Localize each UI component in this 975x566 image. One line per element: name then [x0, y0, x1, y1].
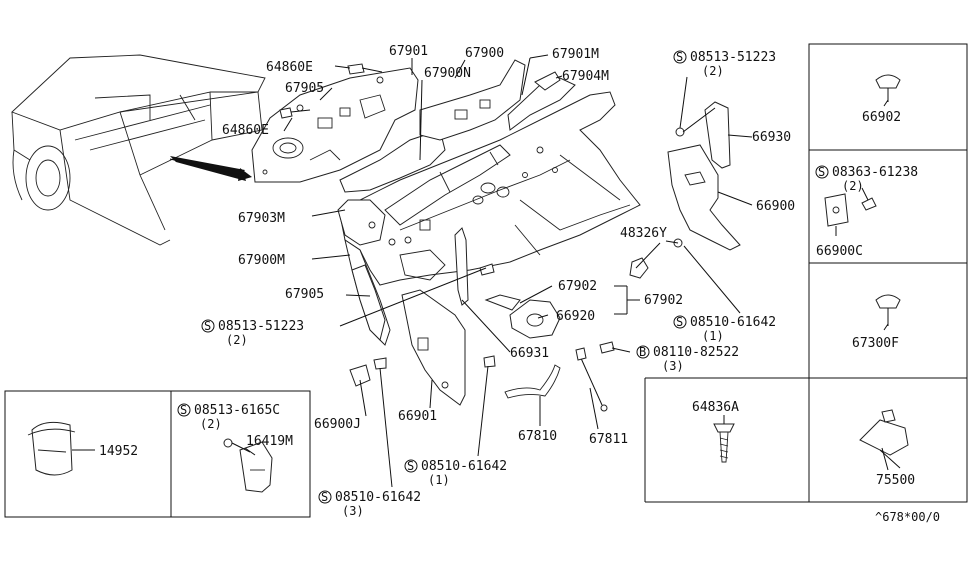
- label-08513-6165c: 08513-6165C: [194, 403, 280, 418]
- label-67905-top: 67905: [285, 81, 324, 96]
- bolt-marker: B: [639, 345, 646, 359]
- qty-08513-51223-left: (2): [226, 333, 248, 347]
- label-64860e-top: 64860E: [266, 60, 313, 75]
- label-08513-51223-top: 08513-51223: [690, 50, 776, 65]
- label-b-08110-82522: B 08110-82522 (3): [636, 345, 739, 373]
- qty-08510-61642-bot: (3): [342, 504, 364, 518]
- label-66900j: 66900J: [314, 417, 361, 432]
- label-08513-51223-left: 08513-51223: [218, 319, 304, 334]
- label-s-08513-51223-top: S 08513-51223 (2): [673, 50, 776, 78]
- label-08510-61642-right: 08510-61642: [690, 315, 776, 330]
- screw-marker: S: [204, 319, 211, 333]
- label-67904m: 67904M: [562, 69, 609, 84]
- label-48326y: 48326Y: [620, 226, 667, 241]
- screw-marker: S: [321, 490, 328, 504]
- qty-08510-61642-right: (1): [702, 329, 724, 343]
- screw-marker: S: [818, 165, 825, 179]
- label-s-08363-61238: S 08363-61238 (2): [815, 165, 918, 193]
- label-64860e-mid: 64860E: [222, 123, 269, 138]
- leader-lines: [244, 54, 889, 488]
- label-16419m: 16419M: [246, 434, 293, 449]
- label-s-08510-61642-bot: S 08510-61642 (3): [318, 490, 421, 518]
- label-67901: 67901: [389, 44, 428, 59]
- vehicle-outline-illustration: [11, 54, 266, 246]
- label-67900n: 67900N: [424, 66, 471, 81]
- inset-parts: [27, 74, 909, 493]
- screw-marker: S: [676, 50, 683, 64]
- label-66901: 66901: [398, 409, 437, 424]
- label-66900: 66900: [756, 199, 795, 214]
- label-66902: 66902: [862, 110, 901, 125]
- qty-08363-61238: (2): [842, 179, 864, 193]
- qty-08510-61642-mid: (1): [428, 473, 450, 487]
- label-64836a: 64836A: [692, 400, 739, 415]
- label-67811: 67811: [589, 432, 628, 447]
- part-labels: 64860E 67905 64860E 67901 67900 67900N 6…: [99, 44, 940, 524]
- label-67905-low: 67905: [285, 287, 324, 302]
- label-67900m: 67900M: [238, 253, 285, 268]
- label-66930: 66930: [752, 130, 791, 145]
- label-66931: 66931: [510, 346, 549, 361]
- qty-08513-51223-top: (2): [702, 64, 724, 78]
- side-cover-66900: [629, 101, 741, 279]
- screw-marker: S: [180, 403, 187, 417]
- label-67903m: 67903M: [238, 211, 285, 226]
- label-14952: 14952: [99, 444, 138, 459]
- qty-08110-82522: (3): [662, 359, 684, 373]
- inset-frames: [4, 43, 968, 518]
- label-08110-82522: 08110-82522: [653, 345, 739, 360]
- label-66920: 66920: [556, 309, 595, 324]
- label-67902-a: 67902: [558, 279, 597, 294]
- label-08510-61642-bot: 08510-61642: [335, 490, 421, 505]
- label-67300f: 67300F: [852, 336, 899, 351]
- label-s-08513-6165c: S 08513-6165C (2): [177, 403, 280, 431]
- label-75500: 75500: [876, 473, 915, 488]
- label-08363-61238: 08363-61238: [832, 165, 918, 180]
- dash-insulator-panels: [251, 59, 641, 346]
- label-67810: 67810: [518, 429, 557, 444]
- label-08510-61642-mid: 08510-61642: [421, 459, 507, 474]
- label-67900: 67900: [465, 46, 504, 61]
- label-67901m: 67901M: [552, 47, 599, 62]
- footer-diagram-code: ^678*00/0: [875, 510, 940, 524]
- screw-marker: S: [676, 315, 683, 329]
- small-parts-middle: [349, 263, 615, 412]
- label-s-08510-61642-right: S 08510-61642 (1): [673, 315, 776, 343]
- qty-08513-6165c: (2): [200, 417, 222, 431]
- kick-panel-66901: [401, 289, 466, 406]
- label-s-08510-61642-mid: S 08510-61642 (1): [404, 459, 507, 487]
- label-67902-b: 67902: [644, 293, 683, 308]
- label-s-08513-51223-left: S 08513-51223 (2): [201, 319, 304, 347]
- label-66900c: 66900C: [816, 244, 863, 259]
- screw-marker: S: [407, 459, 414, 473]
